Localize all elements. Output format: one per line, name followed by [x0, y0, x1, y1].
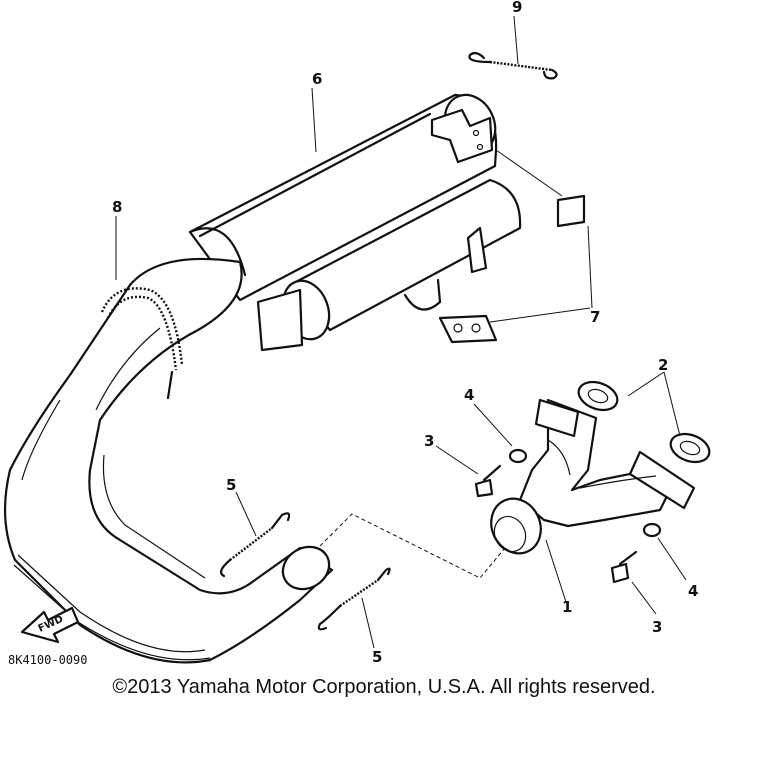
callout-1: 1 [562, 598, 572, 616]
heat-wrap-part [100, 287, 184, 400]
callout-5-lower: 5 [372, 648, 382, 666]
leader-lines [115, 15, 687, 649]
spring-5-parts [220, 512, 391, 631]
fwd-arrow-icon: FWD [20, 606, 80, 644]
assembly-line [319, 513, 506, 579]
callout-8: 8 [112, 198, 122, 216]
callout-6: 6 [312, 70, 322, 88]
callout-7: 7 [590, 308, 600, 326]
reference-code: 8K4100-0090 [8, 653, 87, 667]
callout-5-upper: 5 [226, 476, 236, 494]
callout-4-upper: 4 [464, 386, 474, 404]
exhaust-pipe-part [3, 257, 334, 664]
damper-parts [438, 194, 586, 344]
callout-3-lower: 3 [652, 618, 662, 636]
bolt-parts [474, 464, 638, 584]
spring-9-part [468, 51, 558, 80]
gasket-parts [577, 380, 711, 464]
callout-9: 9 [512, 0, 522, 16]
manifold-part [490, 398, 696, 555]
callout-2: 2 [658, 356, 668, 374]
muffler-part [188, 93, 522, 352]
washer-parts [508, 448, 662, 538]
callout-4-lower: 4 [688, 582, 698, 600]
copyright-notice: ©2013 Yamaha Motor Corporation, U.S.A. A… [112, 676, 656, 698]
callout-3-upper: 3 [424, 432, 434, 450]
